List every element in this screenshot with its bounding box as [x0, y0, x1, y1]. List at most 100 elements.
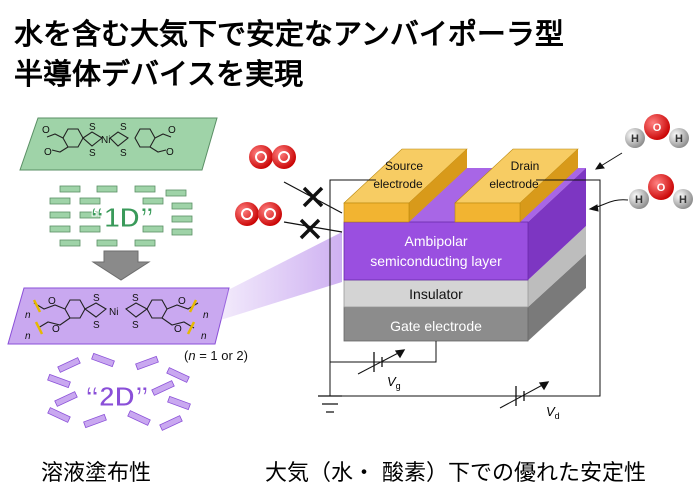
- stack-bar: [142, 197, 164, 205]
- page-title: 水を含む大気下で安定なアンバイポーラ型 半導体デバイスを実現: [14, 14, 564, 94]
- chain-markers: [32, 299, 198, 335]
- source-electrode: [343, 202, 410, 223]
- stack-bar: [151, 380, 175, 396]
- insulator-label: Insulator: [409, 286, 463, 302]
- oxygen-label: O: [178, 296, 186, 307]
- water-molecule: O H H: [625, 114, 689, 148]
- water-hydrogen-atom: [673, 189, 693, 209]
- drain-label-line1: Drain: [511, 159, 540, 173]
- stack-bar: [171, 215, 193, 223]
- stack-bar: [59, 239, 81, 247]
- dithiolene-bonds: [83, 302, 149, 318]
- label-2d: “2D”: [85, 381, 149, 412]
- oxygen-molecule: [235, 202, 282, 226]
- blocked-cross-icon: [302, 186, 324, 208]
- nickel-label: Ni: [101, 135, 110, 146]
- label-1d: “1D”: [90, 202, 154, 233]
- molecule-structure-1d: [46, 128, 172, 153]
- stack-bar: [135, 355, 159, 371]
- title-line-2: 半導体デバイスを実現: [14, 57, 304, 91]
- water-h-label: H: [679, 194, 687, 206]
- drain-label-line2: electrode: [489, 177, 539, 191]
- ambipolar-label-line2: semiconducting layer: [370, 253, 502, 269]
- water-oxygen-atom: [648, 174, 674, 200]
- down-arrow-icon: [91, 250, 151, 281]
- stack-bar: [167, 395, 191, 411]
- vd-source-icon: [499, 381, 550, 409]
- sulfur-label: S: [132, 320, 139, 331]
- chain-marker: [186, 321, 196, 335]
- stack-bar: [79, 197, 101, 205]
- source-label-line2: electrode: [373, 177, 423, 191]
- focus-beam: [214, 232, 342, 322]
- oxygen-label: O: [52, 324, 60, 335]
- chain-marker: [34, 321, 44, 335]
- chain-marker: [188, 299, 198, 313]
- methoxy-bonds: [46, 133, 172, 153]
- stack-bar: [47, 373, 71, 389]
- stack-bar: [79, 211, 101, 219]
- stack-bar: [83, 413, 107, 429]
- vg-arrowhead: [394, 349, 406, 359]
- stack-bar: [49, 225, 71, 233]
- stack-bar: [49, 197, 71, 205]
- oxygen-label: O: [42, 125, 50, 136]
- sulfur-label: S: [93, 293, 100, 304]
- circuit-wiring: [318, 179, 601, 413]
- stack-bar: [127, 410, 151, 426]
- n-note: (n = 1 or 2): [184, 348, 248, 363]
- stack-bar: [134, 185, 156, 193]
- vg-variable-arrow: [357, 349, 405, 375]
- blocked-cross-icon: [299, 218, 321, 240]
- oxygen-label: O: [166, 147, 174, 158]
- caption-air-stability: 大気（水・ 酸素）下での優れた安定性: [265, 461, 646, 486]
- stack-bar: [171, 228, 193, 236]
- stack-bar: [134, 239, 156, 247]
- oxygen-label: O: [168, 125, 176, 136]
- vg-label: Vg: [387, 374, 401, 391]
- vd-label: Vd: [546, 404, 560, 421]
- oxygen-atom: [258, 202, 282, 226]
- nickel-label: Ni: [109, 307, 118, 318]
- vd-variable-arrow: [499, 381, 549, 409]
- source-label-line1: Source: [385, 159, 423, 173]
- water-hydrogen-atom: [629, 189, 649, 209]
- device-stack: Gate electrode Insulator Ambipolar semic…: [343, 148, 586, 342]
- stack-bar: [59, 185, 81, 193]
- dithiolene-bonds: [82, 131, 129, 147]
- stack-bar: [96, 185, 118, 193]
- water-hydrogen-atom: [669, 128, 689, 148]
- oxygen-atom: [249, 145, 273, 169]
- chain-marker: [32, 299, 42, 313]
- sulfur-label: S: [120, 122, 127, 133]
- oxygen-label: O: [174, 324, 182, 335]
- gate-electrode-label: Gate electrode: [390, 318, 482, 334]
- purple-molecular-film: S S S S Ni O O O O n n n n: [7, 287, 230, 345]
- water-arrowhead: [594, 162, 605, 170]
- alkoxy-chains: [33, 302, 199, 329]
- blocked-arrows: [283, 181, 343, 240]
- repeat-n-label: n: [203, 310, 209, 321]
- gate-wire: [330, 341, 437, 363]
- water-h-label: H: [635, 194, 643, 206]
- drain-electrode: [454, 202, 521, 223]
- caption-solution-processability: 溶液塗布性: [41, 461, 152, 486]
- insulator-layer: [343, 279, 529, 308]
- stack-bar: [96, 239, 118, 247]
- purple-film-sheet: [7, 287, 230, 345]
- gate-electrode: [343, 306, 529, 342]
- stack-bar: [142, 225, 164, 233]
- stack-bar: [159, 415, 183, 431]
- sulfur-label: S: [93, 320, 100, 331]
- stack-bar: [166, 367, 190, 383]
- green-film-sheet: [19, 117, 218, 171]
- sulfur-label: S: [120, 148, 127, 159]
- semiconducting-layer: [343, 221, 529, 281]
- title-line-1: 水を含む大気下で安定なアンバイポーラ型: [14, 17, 564, 51]
- stack-bar: [91, 352, 115, 368]
- water-molecule: O H H: [629, 174, 693, 209]
- water-o-label: O: [657, 182, 666, 194]
- drain-electrode-side: [520, 149, 578, 222]
- stack-bar: [165, 189, 187, 197]
